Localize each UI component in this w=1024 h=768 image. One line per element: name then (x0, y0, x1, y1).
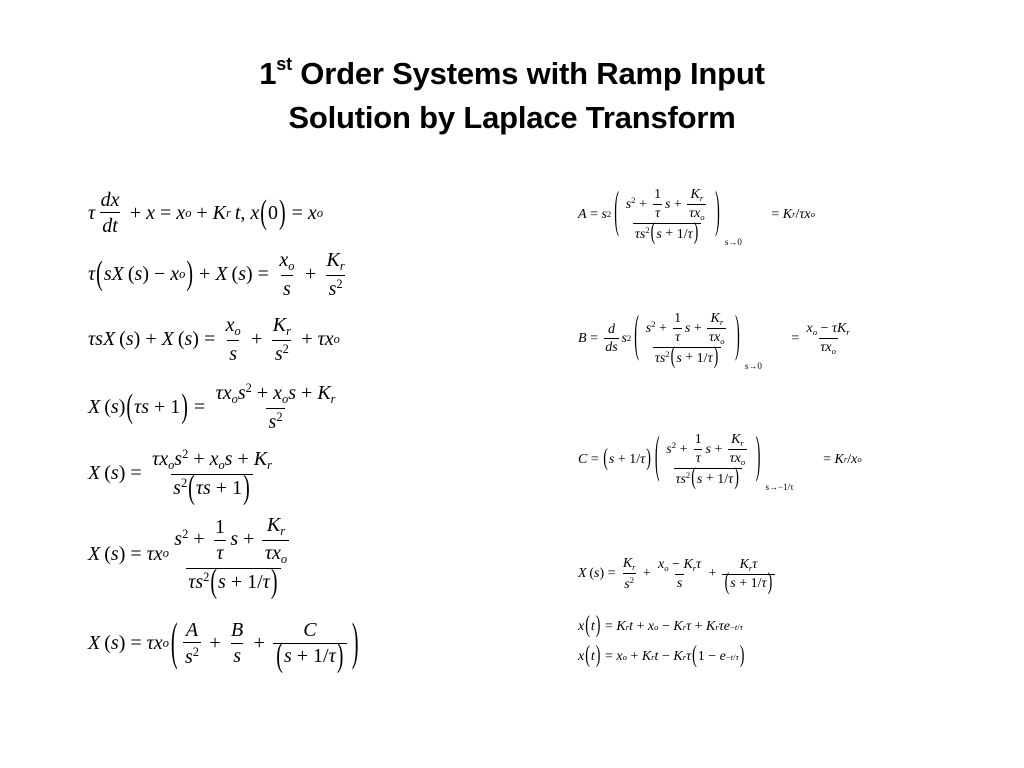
slide-title: 1st Order Systems with Ramp Input Soluti… (0, 52, 1024, 140)
title-line-2: Solution by Laplace Transform (288, 100, 736, 135)
limit-label-c: s→−1/τ (765, 482, 794, 493)
limit-label-a: s→0 (724, 237, 742, 248)
limit-label-b: s→0 (744, 361, 762, 372)
title-line-1: 1st Order Systems with Ramp Input (259, 54, 765, 91)
